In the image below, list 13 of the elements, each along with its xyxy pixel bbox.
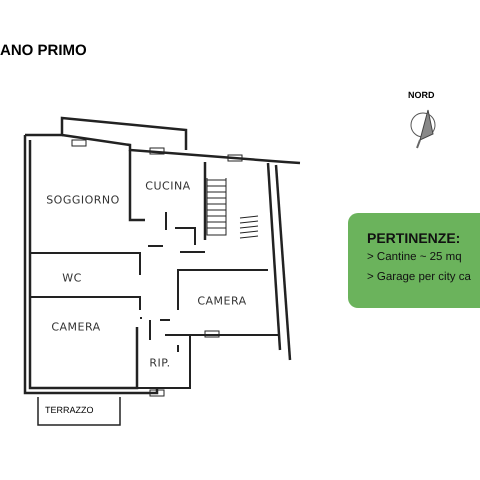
- room-label: CUCINA: [145, 180, 191, 192]
- compass-label: NORD: [408, 90, 434, 100]
- panel-item: > Garage per city ca: [367, 271, 471, 283]
- room-label: WC: [62, 272, 82, 284]
- plan-title: ANO PRIMO: [0, 42, 87, 59]
- room-label: RIP.: [149, 356, 171, 370]
- room-label: SOGGIORNO: [46, 194, 120, 206]
- panel-item: > Cantine ~ 25 mq: [367, 251, 462, 263]
- terrace-label: TERRAZZO: [45, 405, 94, 415]
- room-label: CAMERA: [197, 294, 247, 308]
- panel-heading: PERTINENZE:: [367, 230, 460, 246]
- info-panel: [348, 213, 480, 308]
- room-label: CAMERA: [51, 320, 101, 334]
